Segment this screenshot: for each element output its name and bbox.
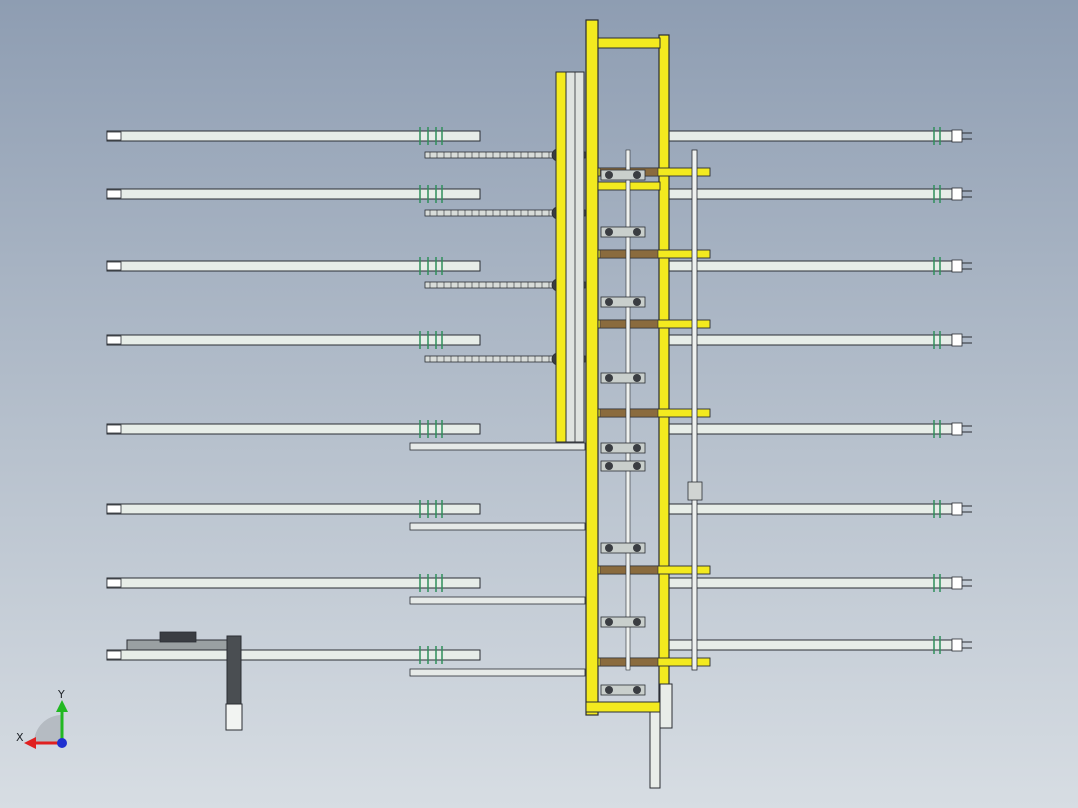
drive-unit <box>600 296 646 308</box>
drive-unit <box>600 542 646 554</box>
right-arm-end-block <box>951 576 963 590</box>
drive-pulley <box>605 171 613 179</box>
drive-pulley <box>633 444 641 452</box>
support-rail <box>409 596 586 605</box>
support-rail <box>409 522 586 531</box>
bracket <box>659 683 673 729</box>
side-rail <box>555 71 567 443</box>
chain-rail <box>424 355 586 363</box>
drive-unit <box>600 460 646 472</box>
right-arm-tube <box>667 577 953 589</box>
auxiliary-parts <box>126 631 673 789</box>
support-rail <box>409 668 586 677</box>
right-arm-end-block <box>951 187 963 201</box>
left-arm-tube <box>106 423 481 435</box>
drive-pulley <box>633 374 641 382</box>
gear-motor <box>159 631 197 643</box>
left-arm-end-cap <box>106 424 122 434</box>
drive-pulley <box>633 544 641 552</box>
right-arm-tube <box>667 423 953 435</box>
drive-shaft <box>691 149 698 671</box>
right-arm-tube <box>667 260 953 272</box>
drive-pulley <box>605 462 613 470</box>
drive-unit <box>600 169 646 181</box>
drive-pulley <box>633 298 641 306</box>
triad-plane <box>34 715 62 743</box>
triad-y-label: Y <box>58 688 65 701</box>
right-arm-end-block <box>951 259 963 273</box>
left-arm-tube <box>106 649 481 661</box>
coordinate-triad-icon <box>24 700 68 749</box>
main-frame <box>555 19 711 716</box>
drive-pulley <box>605 374 613 382</box>
chain-rail <box>424 281 586 289</box>
left-arm-end-cap <box>106 504 122 514</box>
right-arm-tube <box>667 130 953 142</box>
drive-pulley <box>605 544 613 552</box>
right-arm-tube <box>667 334 953 346</box>
right-arm-group <box>667 127 972 654</box>
drive-unit <box>600 684 646 696</box>
left-arm-tube <box>106 188 481 200</box>
drive-unit <box>600 372 646 384</box>
left-arm-tube <box>106 503 481 515</box>
triad-x-label: X <box>16 731 24 744</box>
z-axis-dot <box>57 738 67 748</box>
right-arm-end-block <box>951 129 963 143</box>
drive-pulley <box>605 228 613 236</box>
left-arm-group <box>106 127 586 677</box>
drive-pulley <box>633 686 641 694</box>
drive-unit <box>600 616 646 628</box>
left-arm-end-cap <box>106 189 122 199</box>
drive-unit <box>600 226 646 238</box>
left-arm-end-cap <box>106 335 122 345</box>
drive-pulley <box>633 171 641 179</box>
left-arm-end-cap <box>106 578 122 588</box>
right-arm-tube <box>667 188 953 200</box>
drive-pulley <box>605 444 613 452</box>
support-rail <box>409 442 586 451</box>
right-arm-end-block <box>951 638 963 652</box>
drive-pulley <box>633 228 641 236</box>
left-arm-tube <box>106 334 481 346</box>
right-arm-end-block <box>951 333 963 347</box>
guide-rod <box>625 149 631 671</box>
drive-pulley <box>605 686 613 694</box>
drive-pulley <box>605 618 613 626</box>
right-arm-tube <box>667 503 953 515</box>
y-axis-head <box>56 700 68 712</box>
right-arm-tube <box>667 639 953 651</box>
right-arm-end-block <box>951 502 963 516</box>
frame-bottom-beam <box>585 701 670 713</box>
drive-pulley <box>605 298 613 306</box>
support-leg <box>649 711 661 789</box>
drive-unit <box>600 442 646 454</box>
chain-rail <box>424 151 586 159</box>
coupling-block <box>687 481 703 501</box>
drive-pulley <box>633 462 641 470</box>
frame-right-post <box>658 34 670 706</box>
left-arm-end-cap <box>106 261 122 271</box>
drive-pulley <box>633 618 641 626</box>
chain-rail <box>424 209 586 217</box>
right-arm-end-block <box>951 422 963 436</box>
left-arm-tube <box>106 260 481 272</box>
post-foot <box>225 703 243 731</box>
left-arm-tube <box>106 130 481 142</box>
frame-left-post <box>585 19 599 716</box>
x-axis-head <box>24 737 36 749</box>
frame-top-beam <box>597 37 661 49</box>
left-arm-end-cap <box>106 131 122 141</box>
left-arm-tube <box>106 577 481 589</box>
left-arm-end-cap <box>106 650 122 660</box>
post <box>226 635 242 707</box>
